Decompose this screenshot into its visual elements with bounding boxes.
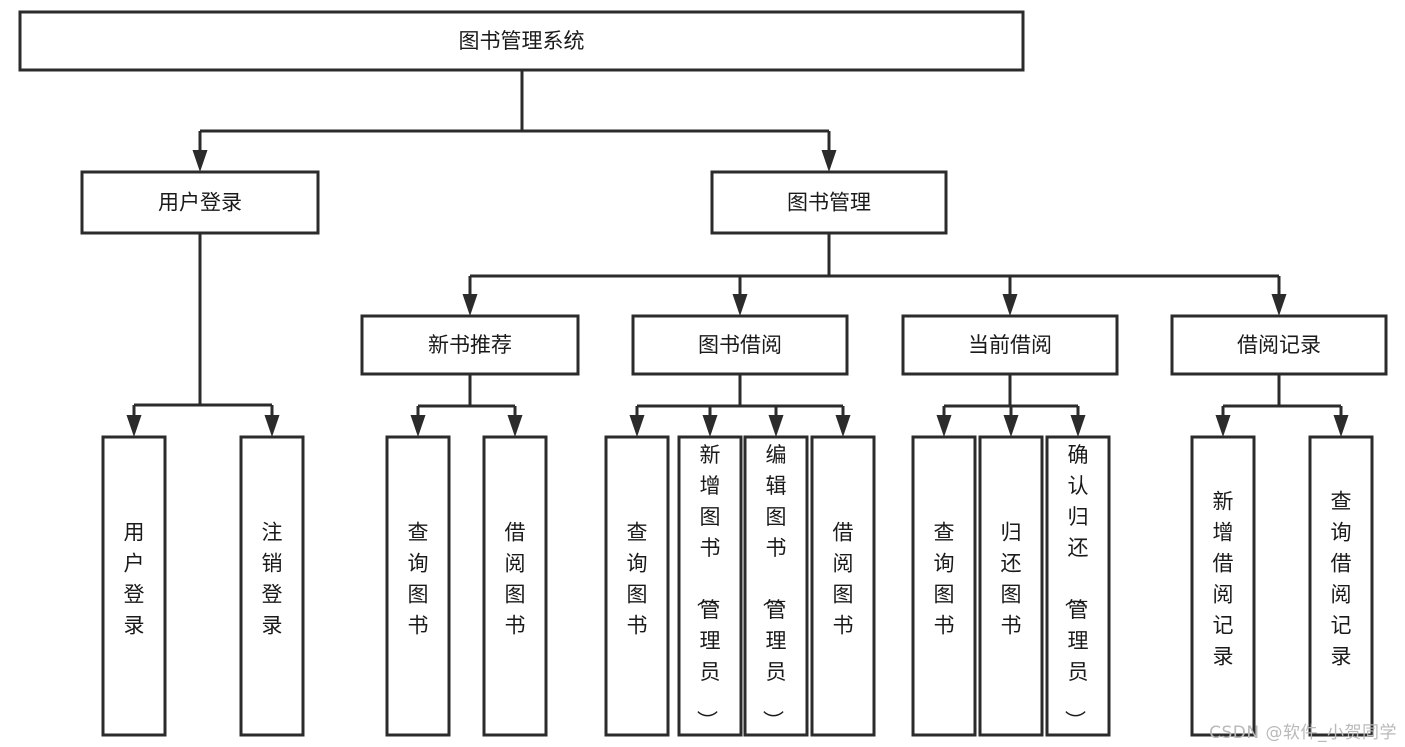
connector-arrowhead bbox=[1333, 415, 1349, 437]
connector-arrowhead bbox=[410, 415, 426, 437]
node-box-root bbox=[18, 10, 1025, 72]
csdn-watermark: CSDN @软件_小贺同学 bbox=[1209, 723, 1397, 743]
connector-arrowhead bbox=[702, 415, 718, 437]
connector-arrowhead bbox=[821, 150, 837, 172]
node-user-login[interactable]: 用户登录 bbox=[80, 170, 320, 235]
connector-arrowhead bbox=[1003, 415, 1019, 437]
connector-arrowhead bbox=[264, 415, 280, 437]
node-leaf-return-book[interactable]: 归还图书 bbox=[978, 435, 1044, 737]
node-leaf-confirm-return[interactable]: 确认归还（管理员） bbox=[1045, 435, 1111, 737]
edges-layer bbox=[126, 70, 1349, 437]
connector-arrowhead bbox=[507, 415, 523, 437]
node-label-leaf-borrow-book-2: 借阅图书 bbox=[833, 521, 854, 638]
node-box-book-borrow bbox=[631, 314, 849, 376]
node-leaf-logout[interactable]: 注销登录 bbox=[239, 435, 305, 737]
connector-arrowhead bbox=[1215, 415, 1231, 437]
node-label-leaf-query-book-1: 查询图书 bbox=[408, 521, 429, 638]
node-leaf-query-book-1[interactable]: 查询图书 bbox=[385, 435, 451, 737]
node-box-current-borrow bbox=[901, 314, 1119, 376]
node-box-book-manage bbox=[710, 170, 948, 235]
node-leaf-borrow-book-1[interactable]: 借阅图书 bbox=[482, 435, 548, 737]
node-leaf-query-book-3[interactable]: 查询图书 bbox=[911, 435, 977, 737]
node-box-leaf-add-book bbox=[677, 435, 743, 737]
node-label-leaf-query-record: 查询借阅记录 bbox=[1331, 490, 1352, 669]
connector-arrowhead bbox=[835, 415, 851, 437]
node-box-borrow-record bbox=[1170, 314, 1388, 376]
connector-arrowhead bbox=[192, 150, 208, 172]
node-box-leaf-borrow-book-1 bbox=[482, 435, 548, 737]
node-leaf-borrow-book-2[interactable]: 借阅图书 bbox=[810, 435, 876, 737]
node-label-user-login: 用户登录 bbox=[158, 191, 242, 215]
node-book-manage[interactable]: 图书管理 bbox=[710, 170, 948, 235]
connector-arrowhead bbox=[936, 415, 952, 437]
node-box-leaf-edit-book bbox=[743, 435, 809, 737]
connector-arrowhead bbox=[126, 415, 142, 437]
node-label-leaf-add-record: 新增借阅记录 bbox=[1213, 490, 1234, 669]
connector-arrowhead bbox=[1070, 415, 1086, 437]
node-leaf-query-record[interactable]: 查询借阅记录 bbox=[1308, 435, 1374, 737]
node-label-new-book-rec: 新书推荐 bbox=[428, 333, 512, 357]
node-root[interactable]: 图书管理系统 bbox=[18, 10, 1025, 72]
node-new-book-rec[interactable]: 新书推荐 bbox=[360, 314, 580, 376]
node-current-borrow[interactable]: 当前借阅 bbox=[901, 314, 1119, 376]
node-label-book-borrow: 图书借阅 bbox=[698, 333, 782, 357]
node-leaf-add-book[interactable]: 新增图书（管理员） bbox=[677, 435, 743, 737]
connector-arrowhead bbox=[768, 415, 784, 437]
node-label-current-borrow: 当前借阅 bbox=[968, 333, 1052, 357]
node-label-leaf-logout: 注销登录 bbox=[262, 521, 283, 638]
node-box-leaf-borrow-book-2 bbox=[810, 435, 876, 737]
node-label-leaf-add-book: 新增图书（管理员） bbox=[695, 443, 721, 731]
node-box-leaf-query-book-1 bbox=[385, 435, 451, 737]
node-label-leaf-user-login: 用户登录 bbox=[124, 521, 145, 638]
node-box-new-book-rec bbox=[360, 314, 580, 376]
node-label-leaf-query-book-2: 查询图书 bbox=[627, 521, 648, 638]
connector-arrowhead bbox=[1271, 294, 1287, 316]
nodes-layer: 图书管理系统用户登录图书管理新书推荐图书借阅当前借阅借阅记录用户登录注销登录查询… bbox=[18, 10, 1388, 737]
node-label-leaf-query-book-3: 查询图书 bbox=[934, 521, 955, 638]
node-leaf-query-book-2[interactable]: 查询图书 bbox=[604, 435, 670, 737]
connector-arrowhead bbox=[629, 415, 645, 437]
node-label-leaf-confirm-return: 确认归还（管理员） bbox=[1063, 443, 1089, 731]
node-box-leaf-query-record bbox=[1308, 435, 1374, 737]
node-leaf-edit-book[interactable]: 编辑图书（管理员） bbox=[743, 435, 809, 737]
node-label-root: 图书管理系统 bbox=[459, 29, 585, 53]
connector-arrowhead bbox=[732, 294, 748, 316]
node-box-leaf-query-book-2 bbox=[604, 435, 670, 737]
node-book-borrow[interactable]: 图书借阅 bbox=[631, 314, 849, 376]
node-label-leaf-edit-book: 编辑图书（管理员） bbox=[761, 443, 787, 731]
connector-arrowhead bbox=[462, 294, 478, 316]
node-box-leaf-user-login bbox=[101, 435, 167, 737]
node-label-leaf-borrow-book-1: 借阅图书 bbox=[505, 521, 526, 638]
node-box-leaf-add-record bbox=[1190, 435, 1256, 737]
node-box-leaf-query-book-3 bbox=[911, 435, 977, 737]
node-label-leaf-return-book: 归还图书 bbox=[1001, 521, 1022, 638]
node-borrow-record[interactable]: 借阅记录 bbox=[1170, 314, 1388, 376]
node-box-leaf-confirm-return bbox=[1045, 435, 1111, 737]
node-leaf-add-record[interactable]: 新增借阅记录 bbox=[1190, 435, 1256, 737]
connector-arrowhead bbox=[1002, 294, 1018, 316]
node-box-user-login bbox=[80, 170, 320, 235]
node-box-leaf-return-book bbox=[978, 435, 1044, 737]
node-leaf-user-login[interactable]: 用户登录 bbox=[101, 435, 167, 737]
node-label-borrow-record: 借阅记录 bbox=[1237, 333, 1321, 357]
node-label-book-manage: 图书管理 bbox=[787, 191, 871, 215]
node-box-leaf-logout bbox=[239, 435, 305, 737]
